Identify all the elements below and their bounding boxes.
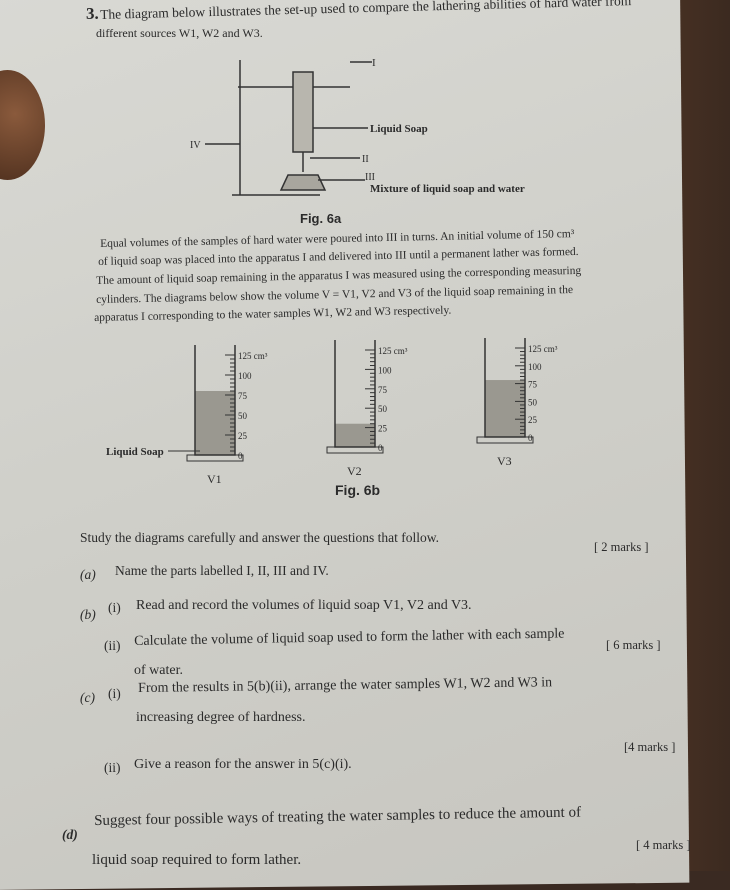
q-c-ii-label: (ii): [104, 760, 121, 775]
scale-label: 100: [528, 362, 542, 372]
scale-label: 50: [378, 404, 388, 414]
q-c-ii-text: Give a reason for the answer in 5(c)(i).: [134, 757, 352, 772]
fig6b-caption: Fig. 6b: [335, 482, 380, 498]
label-IV: IV: [190, 140, 201, 151]
label-III: III: [365, 172, 375, 183]
q-b-ii-label: (ii): [104, 638, 121, 653]
q-a-marks: [ 2 marks ]: [594, 540, 649, 554]
scale-label: 75: [528, 380, 538, 390]
q-a-text: Name the parts labelled I, II, III and I…: [115, 563, 329, 578]
cylinder-label-v2: V2: [347, 464, 362, 478]
fig6a-apparatus: [205, 60, 372, 196]
instruction: Study the diagrams carefully and answer …: [80, 530, 440, 545]
label-I: I: [372, 57, 376, 69]
q-d-text2: liquid soap required to form lather.: [92, 852, 302, 868]
q-b-marks: [ 6 marks ]: [606, 638, 661, 652]
q-a-label: (a): [80, 567, 96, 582]
cylinder-base: [186, 454, 244, 462]
q-c-marks: [4 marks ]: [624, 740, 676, 754]
q-c-i-label: (i): [108, 686, 121, 701]
cylinder-liquid: [195, 391, 235, 455]
cylinder-label-v3: V3: [497, 454, 512, 468]
q-d-label: (d): [62, 827, 78, 842]
scale-label: 75: [238, 391, 248, 401]
q-b-label: (b): [80, 607, 96, 622]
scale-label: 25: [378, 424, 388, 434]
burette-I: [292, 71, 314, 153]
flask-III: [279, 174, 327, 191]
cylinder-base: [326, 446, 384, 454]
label-liquid-soap: Liquid Soap: [370, 123, 428, 135]
q-b-i-label: (i): [108, 600, 121, 615]
question-number: 3.: [86, 4, 99, 23]
scale-label: 25: [528, 415, 538, 425]
cylinder-liquid: [335, 423, 375, 447]
scale-label: 75: [378, 385, 388, 395]
label-II: II: [362, 154, 369, 165]
cylinder-base: [476, 436, 534, 444]
fig6b-liquid-soap-label: Liquid Soap: [106, 446, 164, 458]
q-c-i-text2: increasing degree of hardness.: [136, 710, 306, 725]
q-b-ii-text2: of water.: [134, 663, 183, 678]
scale-label: 100: [378, 365, 392, 375]
scale-label: 0: [238, 451, 243, 461]
figures: I Liquid Soap II III Mixture of liquid s…: [106, 57, 558, 498]
scale-label: 125 cm³: [378, 346, 408, 356]
scale-label: 0: [528, 433, 533, 443]
cylinder-liquid: [485, 380, 525, 437]
scale-label: 50: [238, 411, 248, 421]
scale-label: 100: [238, 371, 252, 381]
fig6a-caption: Fig. 6a: [300, 211, 342, 226]
scale-label: 0: [378, 443, 383, 453]
scale-label: 125 cm³: [528, 344, 558, 354]
intro-line-2: different sources W1, W2 and W3.: [96, 26, 263, 40]
q-c-label: (c): [80, 690, 95, 705]
scale-label: 50: [528, 397, 538, 407]
scale-label: 125 cm³: [238, 351, 268, 361]
scale-label: 25: [238, 431, 248, 441]
cylinder-label-v1: V1: [207, 472, 222, 486]
q-d-marks: [ 4 marks ]: [636, 838, 691, 852]
q-b-i-text: Read and record the volumes of liquid so…: [136, 598, 472, 613]
label-mixture: Mixture of liquid soap and water: [370, 183, 525, 195]
